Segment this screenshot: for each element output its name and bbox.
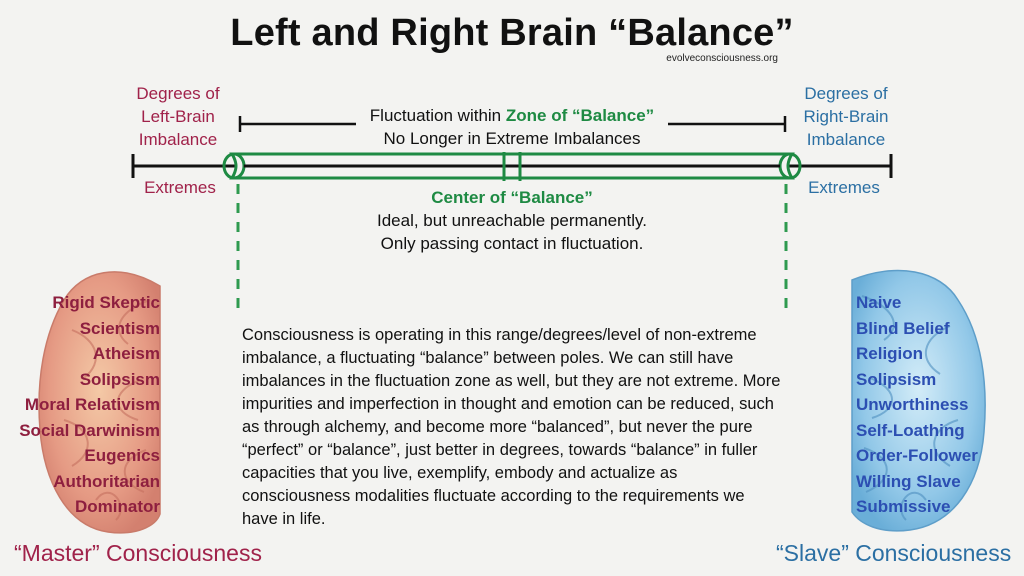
left-degrees-line: Imbalance — [138, 130, 218, 149]
left-trait: Rigid Skeptic — [52, 293, 160, 312]
zone-highlight: Zone of “Balance” — [505, 106, 655, 125]
right-trait: Blind Belief — [856, 318, 950, 338]
center-line-2: Only passing contact in fluctuation. — [380, 234, 644, 253]
right-trait: Naive — [856, 293, 902, 312]
left-extremes-label: Extremes — [144, 178, 216, 197]
center-title: Center of “Balance” — [431, 188, 593, 207]
right-degrees-line: Imbalance — [806, 130, 886, 149]
center-of-balance: Center of “Balance” Ideal, but unreachab… — [330, 186, 694, 255]
center-line-1: Ideal, but unreachable permanently. — [377, 211, 647, 230]
master-consciousness-label: “Master” Consciousness — [14, 540, 262, 566]
right-brain-hemisphere — [851, 269, 986, 532]
right-brain-traits: Naive Blind Belief Religion Solipsism Un… — [856, 290, 1016, 520]
right-degrees-line: Degrees of — [804, 84, 888, 103]
zone-subtitle: No Longer in Extreme Imbalances — [383, 129, 641, 148]
left-brain-traits: Rigid Skeptic Scientism Atheism Solipsis… — [10, 290, 160, 520]
left-degrees-line: Degrees of — [136, 84, 220, 103]
page-title: Left and Right Brain “Balance” — [230, 12, 794, 54]
right-trait: Religion — [856, 344, 924, 363]
left-trait: Dominator — [75, 497, 160, 516]
left-trait: Eugenics — [84, 446, 160, 465]
left-trait: Authoritarian — [53, 471, 160, 491]
left-trait: Scientism — [79, 318, 160, 338]
right-trait: Willing Slave — [856, 471, 961, 491]
zone-label: Fluctuation within Zone of “Balance” No … — [340, 104, 684, 150]
right-extremes-label: Extremes — [808, 178, 880, 197]
right-degrees-label: Degrees of Right-Brain Imbalance — [786, 82, 906, 151]
left-trait: Solipsism — [79, 369, 160, 389]
left-brain-hemisphere — [38, 271, 161, 534]
right-trait: Solipsism — [856, 369, 937, 389]
right-trait: Unworthiness — [856, 395, 969, 414]
zone-bracket — [238, 116, 787, 132]
left-degrees-line: Left-Brain — [141, 107, 215, 126]
balance-zone-capsule — [222, 152, 802, 181]
zone-prefix: Fluctuation within — [369, 106, 506, 125]
zone-title: Fluctuation within Zone of “Balance” — [340, 104, 684, 127]
left-trait: Social Darwinism — [19, 420, 160, 440]
right-degrees-line: Right-Brain — [803, 107, 889, 126]
zone-boundary-dashes — [236, 184, 788, 308]
left-trait: Moral Relativism — [24, 395, 160, 414]
right-trait: Submissive — [856, 497, 951, 516]
slave-consciousness-label: “Slave” Consciousness — [776, 540, 1012, 566]
left-degrees-label: Degrees of Left-Brain Imbalance — [118, 82, 238, 151]
explanation-paragraph: Consciousness is operating in this range… — [242, 326, 781, 528]
site-url: evolveconsciousness.org — [666, 53, 778, 64]
left-trait: Atheism — [92, 344, 160, 363]
right-trait: Self-Loathing — [856, 420, 965, 440]
right-trait: Order-Follower — [856, 446, 978, 465]
